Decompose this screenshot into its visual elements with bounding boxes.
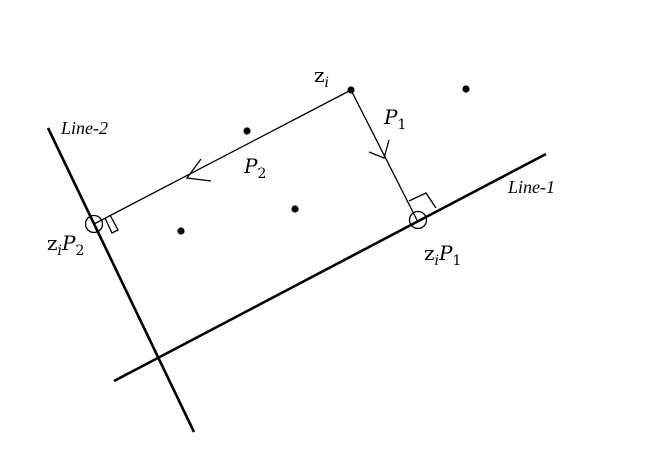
label-proj-p2-sub: 2 (76, 243, 85, 259)
label-proj-p2-i: i (58, 243, 62, 259)
label-p1-main: P (383, 105, 398, 129)
arrowhead-p2-icon (185, 158, 212, 182)
label-proj-p1-i: i (435, 253, 439, 269)
label-z-i: zi (314, 63, 329, 91)
label-z-i-subscript: i (325, 75, 329, 91)
label-p2-subscript: 2 (257, 166, 266, 182)
arrowhead-p1-icon (368, 139, 390, 159)
right-angle-marker-p1 (408, 192, 437, 209)
label-p2-main: P (243, 154, 258, 178)
label-proj-p1-p: P (438, 241, 453, 265)
label-line-1: Line-1 (507, 177, 555, 197)
label-proj-p2-z: z (47, 231, 58, 255)
right-angle-marker-p2 (104, 214, 119, 234)
label-p2: P2 (243, 154, 266, 182)
label-p1-subscript: 1 (397, 117, 406, 133)
point-z-i (347, 86, 355, 94)
label-proj-p2: ziP2 (47, 231, 84, 259)
data-point (177, 227, 185, 235)
label-line-2: Line-2 (60, 118, 108, 138)
line-1 (113, 152, 547, 383)
label-proj-p1-z: z (424, 241, 435, 265)
projection-segment-p2 (93, 89, 352, 225)
label-proj-p1: ziP1 (424, 241, 461, 269)
label-proj-p1-sub: 1 (453, 253, 462, 269)
data-point (462, 85, 470, 93)
projected-point-p1 (408, 210, 428, 230)
projected-point-p2 (84, 214, 104, 234)
data-point (291, 205, 299, 213)
data-point (243, 127, 251, 135)
label-z-i-main: z (314, 63, 325, 87)
label-p1: P1 (383, 105, 406, 133)
line-2 (46, 127, 196, 433)
label-proj-p2-p: P (61, 231, 76, 255)
